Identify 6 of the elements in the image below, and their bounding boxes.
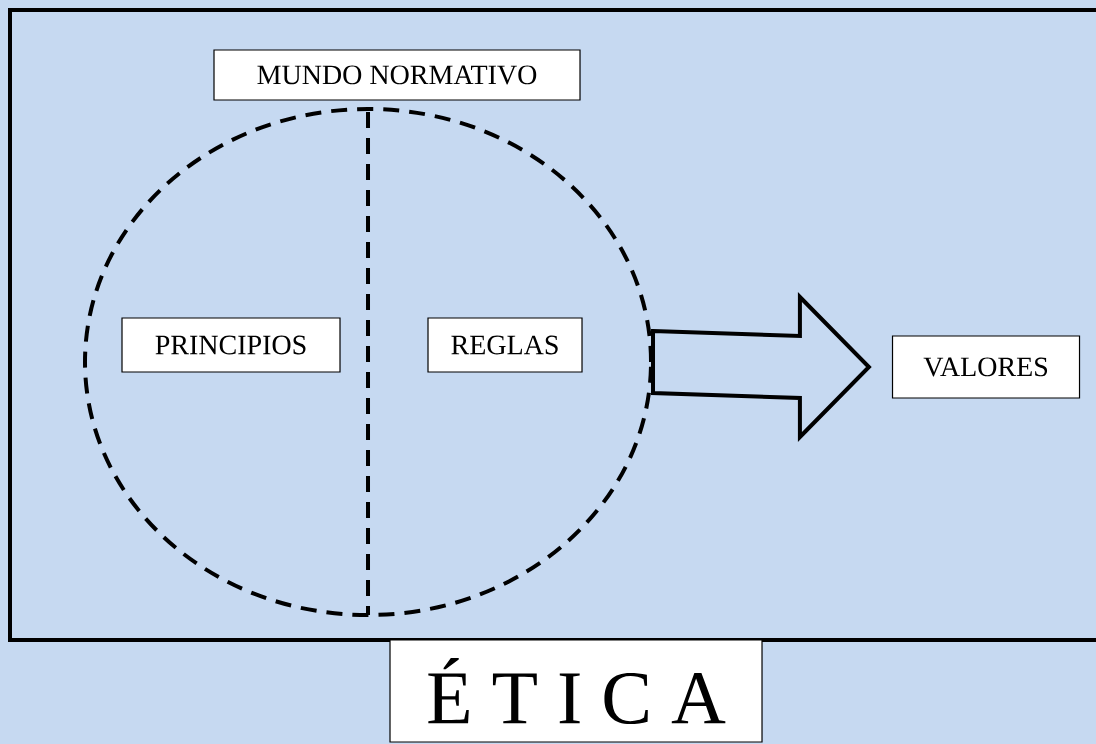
block-arrow — [651, 292, 872, 442]
title-box: É T I C A — [389, 639, 763, 743]
label-box: REGLAS — [427, 317, 583, 373]
heading-box: MUNDO NORMATIVO — [213, 49, 581, 101]
label-box: VALORES — [891, 335, 1081, 399]
label-box: PRINCIPIOS — [121, 317, 341, 373]
